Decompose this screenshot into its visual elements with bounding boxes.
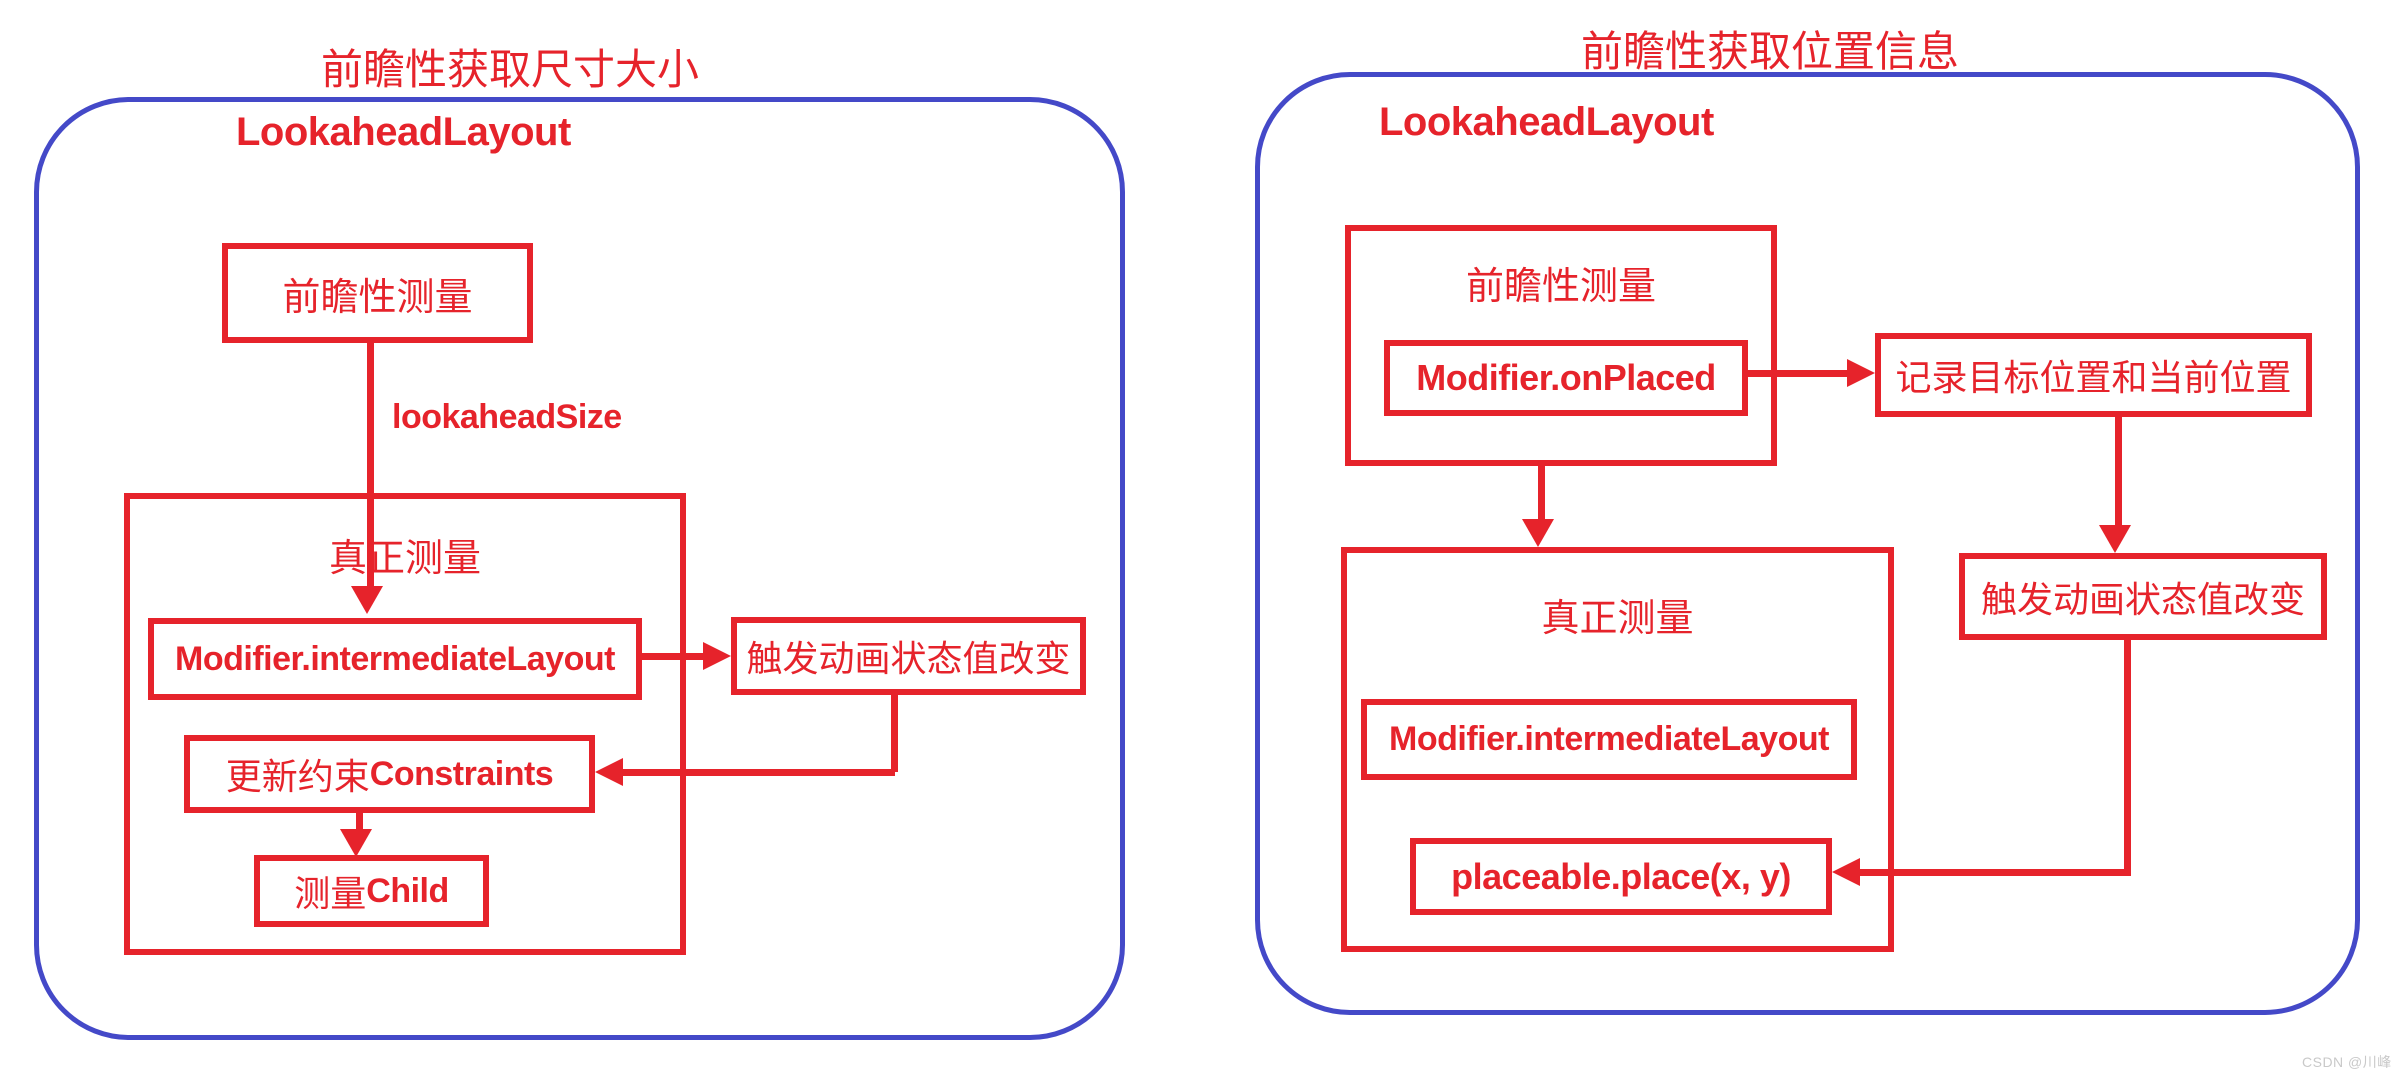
node-measure-child-label-code: Child xyxy=(366,871,449,910)
left-panel-title: 前瞻性获取尺寸大小 xyxy=(320,48,699,94)
node-real-measure-right: 真正测量 xyxy=(1341,547,1894,952)
connector-trigger-to-placeable-vline xyxy=(2124,640,2131,872)
node-trigger-animation-right: 触发动画状态值改变 xyxy=(1959,553,2327,640)
node-lookahead-measure-right: 前瞻性测量 xyxy=(1345,225,1777,466)
right-lookahead-layout-container xyxy=(1255,72,2360,1015)
node-placeable-place: placeable.place(x, y) xyxy=(1410,838,1832,915)
connector-trigger-to-constraints-hline xyxy=(621,769,895,776)
arrow-onplaced-to-record-line xyxy=(1748,370,1847,377)
node-real-measure-left: 真正测量 xyxy=(124,493,686,955)
arrow-measure-to-real-line xyxy=(1538,466,1545,519)
left-lookahead-layout-container xyxy=(34,97,1125,1040)
arrow-lookaheadsize-line xyxy=(367,343,374,588)
lookahead-size-edge-label: lookaheadSize xyxy=(392,398,622,436)
connector-trigger-to-constraints-vline xyxy=(891,695,898,772)
arrow-onplaced-to-record-head xyxy=(1847,359,1875,387)
node-lookahead-measure-left: 前瞻性测量 xyxy=(222,243,533,343)
arrow-constraints-to-child-head xyxy=(340,829,372,857)
node-update-constraints-label-cjk: 更新约束 xyxy=(225,757,370,797)
arrow-intermediate-to-trigger-head xyxy=(703,642,731,670)
node-record-positions: 记录目标位置和当前位置 xyxy=(1875,333,2312,417)
arrow-record-to-trigger-line xyxy=(2115,417,2122,527)
arrow-lookaheadsize-head xyxy=(351,586,383,614)
arrow-intermediate-to-trigger-line xyxy=(642,653,707,660)
node-intermediate-layout-left-label: Modifier.intermediateLayout xyxy=(175,639,615,678)
node-update-constraints-label-code: Constraints xyxy=(369,754,554,793)
node-measure-child-label-cjk: 测量 xyxy=(294,874,367,914)
node-on-placed-label: Modifier.onPlaced xyxy=(1416,357,1716,398)
arrow-measure-to-real-head xyxy=(1522,519,1554,547)
node-record-positions-label: 记录目标位置和当前位置 xyxy=(1895,358,2292,398)
node-real-measure-right-label: 真正测量 xyxy=(1541,598,1694,640)
right-lookahead-layout-label: LookaheadLayout xyxy=(1379,100,1714,144)
node-trigger-animation-left-label: 触发动画状态值改变 xyxy=(746,639,1071,679)
right-panel-title: 前瞻性获取位置信息 xyxy=(1580,30,1959,76)
node-trigger-animation-left: 触发动画状态值改变 xyxy=(731,617,1086,695)
node-intermediate-layout-right: Modifier.intermediateLayout xyxy=(1361,699,1857,780)
node-real-measure-left-label: 真正测量 xyxy=(328,538,481,580)
node-intermediate-layout-right-label: Modifier.intermediateLayout xyxy=(1389,720,1829,758)
arrow-constraints-to-child-line xyxy=(356,813,363,831)
connector-trigger-to-placeable-hline xyxy=(1858,869,2131,876)
arrow-record-to-trigger-head xyxy=(2099,525,2131,553)
connector-trigger-to-placeable-head xyxy=(1832,858,1860,886)
node-lookahead-measure-left-label: 前瞻性测量 xyxy=(282,276,473,319)
node-on-placed: Modifier.onPlaced xyxy=(1384,340,1748,416)
connector-trigger-to-constraints-head xyxy=(595,758,623,786)
node-lookahead-measure-right-label: 前瞻性测量 xyxy=(1465,266,1656,308)
node-intermediate-layout-left: Modifier.intermediateLayout xyxy=(148,618,642,700)
node-placeable-place-label: placeable.place(x, y) xyxy=(1451,855,1791,897)
node-trigger-animation-right-label: 触发动画状态值改变 xyxy=(1980,579,2305,620)
watermark: CSDN @川峰 xyxy=(2302,1054,2392,1070)
left-lookahead-layout-label: LookaheadLayout xyxy=(236,110,571,154)
